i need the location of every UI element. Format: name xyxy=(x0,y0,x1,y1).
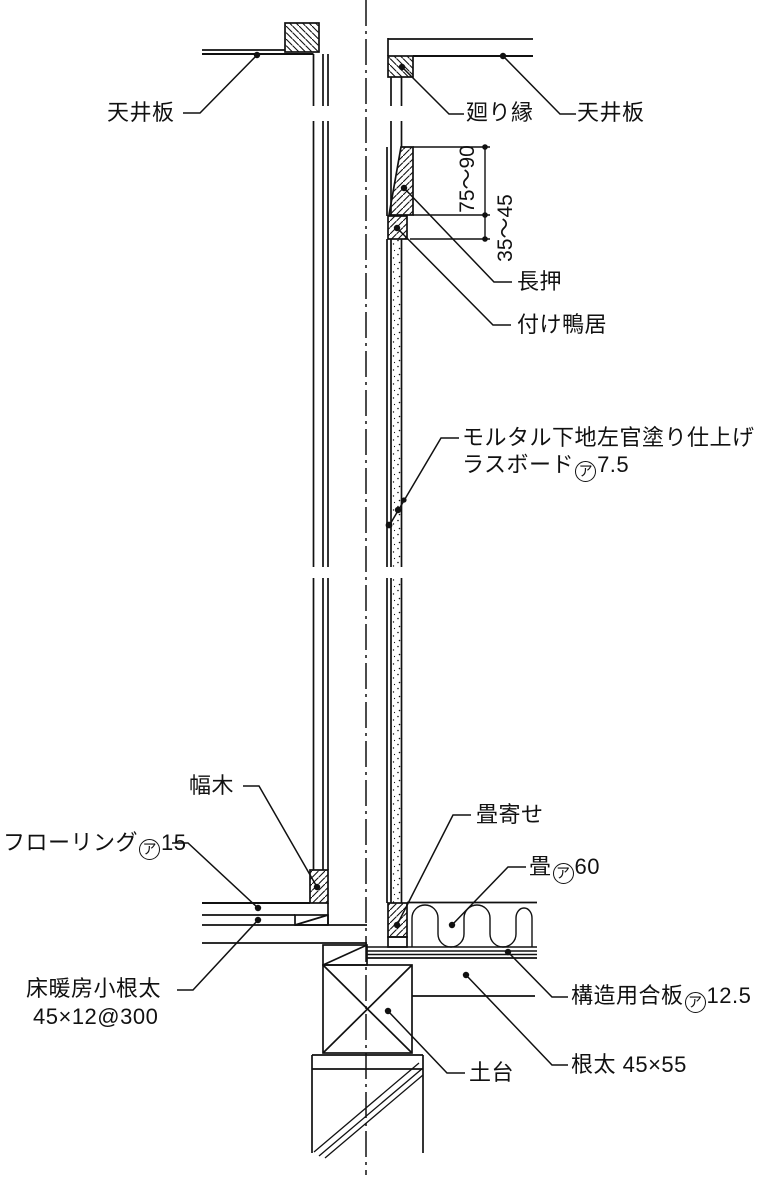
dodai-section xyxy=(322,964,413,1054)
label-nageshi: 長押 xyxy=(517,269,563,294)
leader-mortar xyxy=(388,437,459,527)
label-mortar-finish: モルタル下地左官塗り仕上げ xyxy=(462,425,755,450)
leader-lines xyxy=(172,54,576,1074)
label-floor-heating-joist: 床暖房小根太 xyxy=(26,976,162,1001)
label-ceiling-left: 天井板 xyxy=(107,100,175,125)
leader-ceiling-left xyxy=(183,54,258,114)
label-floor-heating-size: 45×12@300 xyxy=(33,1004,159,1029)
foundation xyxy=(311,1054,424,1159)
tatami-yose-section xyxy=(387,902,408,948)
label-dodai: 土台 xyxy=(469,1060,515,1085)
left-floor xyxy=(202,902,368,966)
label-crown-molding: 廻り縁 xyxy=(466,100,534,125)
label-tatami-yose: 畳寄せ xyxy=(476,802,544,827)
label-habaki: 幅木 xyxy=(189,773,235,798)
thickness-circle-icon: ア xyxy=(139,839,161,860)
leader-neda xyxy=(465,974,568,1066)
crown-molding-left-section xyxy=(284,22,320,53)
thickness-circle-icon: ア xyxy=(552,863,574,884)
left-wall xyxy=(312,54,329,870)
label-neda: 根太 45×55 xyxy=(571,1052,687,1077)
leader-tsuke-kamoi xyxy=(396,227,511,326)
leader-dodai xyxy=(387,1010,465,1074)
leader-ceiling-right xyxy=(502,55,576,115)
label-ceiling-right: 天井板 xyxy=(577,100,645,125)
reference-dots xyxy=(253,51,512,1015)
leader-flooring xyxy=(172,842,259,909)
leader-plywood xyxy=(507,951,568,998)
leader-nageshi xyxy=(403,187,512,283)
dimension-tsuke-kamoi-height: 35〜45 xyxy=(494,194,517,262)
tatami-symbol xyxy=(407,901,537,948)
label-tsuke-kamoi: 付け鴨居 xyxy=(517,312,608,337)
leader-tatami xyxy=(451,866,526,926)
thickness-circle-icon: ア xyxy=(575,461,597,482)
dimension-nageshi-height: 75〜90 xyxy=(456,145,479,213)
ceiling-right xyxy=(387,38,533,57)
dimension-lines xyxy=(410,146,490,240)
thickness-circle-icon: ア xyxy=(684,992,706,1013)
leader-floor-heating xyxy=(177,919,259,991)
leader-habaki xyxy=(243,785,318,888)
leader-crown-molding xyxy=(401,66,464,115)
right-wall-plaster xyxy=(386,77,403,903)
leader-tatami-yose xyxy=(396,814,471,926)
nageshi-section xyxy=(387,146,414,216)
